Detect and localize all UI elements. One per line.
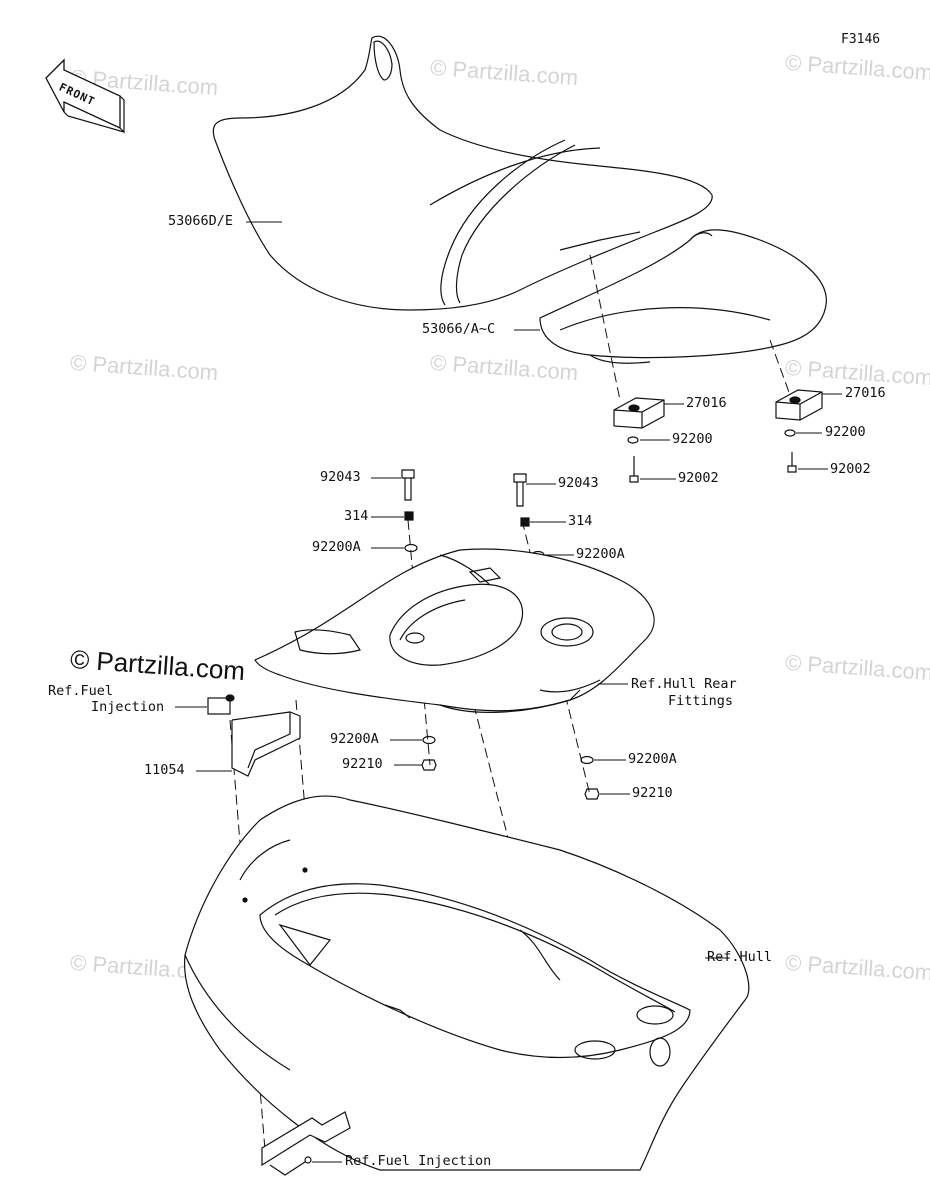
- fuel-injection-ref-part-top: [207, 697, 231, 715]
- part-314-left: [404, 511, 414, 521]
- bolt-92043-left: [401, 469, 415, 501]
- figure-code: F3146: [841, 32, 881, 47]
- bolt-92043-right: [513, 473, 527, 507]
- label-27016-left: 27016: [686, 395, 727, 411]
- label-ref-hull: Ref.Hull: [707, 949, 773, 965]
- label-27016-right: 27016: [845, 385, 886, 401]
- label-92210-right: 92210: [632, 785, 673, 801]
- rubber-bracket-left: [613, 397, 665, 429]
- label-92002-right: 92002: [830, 461, 871, 477]
- front-arrow-icon: [45, 58, 125, 134]
- small-washer-icon: [225, 694, 235, 702]
- washer-92200-right: [784, 429, 796, 437]
- label-92200a-upper-left: 92200A: [312, 539, 361, 555]
- label-seat-rear: 53066/A~C: [422, 321, 496, 337]
- bolt-92002-left: [629, 456, 639, 483]
- label-314-left: 314: [344, 508, 369, 524]
- nut-92210-left: [421, 759, 437, 771]
- label-92200a-lower-left: 92200A: [330, 731, 379, 747]
- label-92210-left: 92210: [342, 756, 383, 772]
- label-ref-hull-rear-1: Ref.Hull Rear: [631, 676, 737, 692]
- label-92200-left: 92200: [672, 431, 713, 447]
- washer-92200a-lower-left: [422, 735, 436, 745]
- label-92002-left: 92002: [678, 470, 719, 486]
- label-11054: 11054: [144, 762, 185, 778]
- hull-shape: [183, 795, 750, 1171]
- label-92200a-lower-right: 92200A: [628, 751, 677, 767]
- leader-lines: [175, 221, 842, 1163]
- rubber-bracket-right: [775, 389, 823, 421]
- washer-92200a-lower-right: [580, 755, 594, 765]
- fuel-injection-bracket-bottom: [261, 1111, 351, 1176]
- seat-base-shape: [254, 548, 655, 713]
- label-seat-front: 53066D/E: [168, 213, 234, 229]
- label-ref-hull-rear-2: Fittings: [668, 693, 734, 709]
- bracket-11054-shape: [231, 711, 301, 777]
- washer-92200-left: [627, 436, 639, 444]
- rear-seat-shape: [539, 229, 827, 364]
- label-92043-right: 92043: [558, 475, 599, 491]
- label-314-right: 314: [568, 513, 593, 529]
- label-ref-fuel-injection-bottom: Ref.Fuel Injection: [345, 1153, 492, 1169]
- part-314-right: [520, 517, 530, 527]
- nut-92210-right: [584, 788, 600, 800]
- label-92043-left: 92043: [320, 469, 361, 485]
- label-ref-fuel-injection-top-2: Injection: [91, 699, 165, 715]
- label-92200-right: 92200: [825, 424, 866, 440]
- label-92200a-upper-right: 92200A: [576, 546, 625, 562]
- front-seat-shape: [212, 35, 713, 311]
- washer-92200a-upper-left: [404, 543, 418, 553]
- label-ref-fuel-injection-top-1: Ref.Fuel: [48, 683, 114, 699]
- bolt-92002-right: [787, 452, 797, 473]
